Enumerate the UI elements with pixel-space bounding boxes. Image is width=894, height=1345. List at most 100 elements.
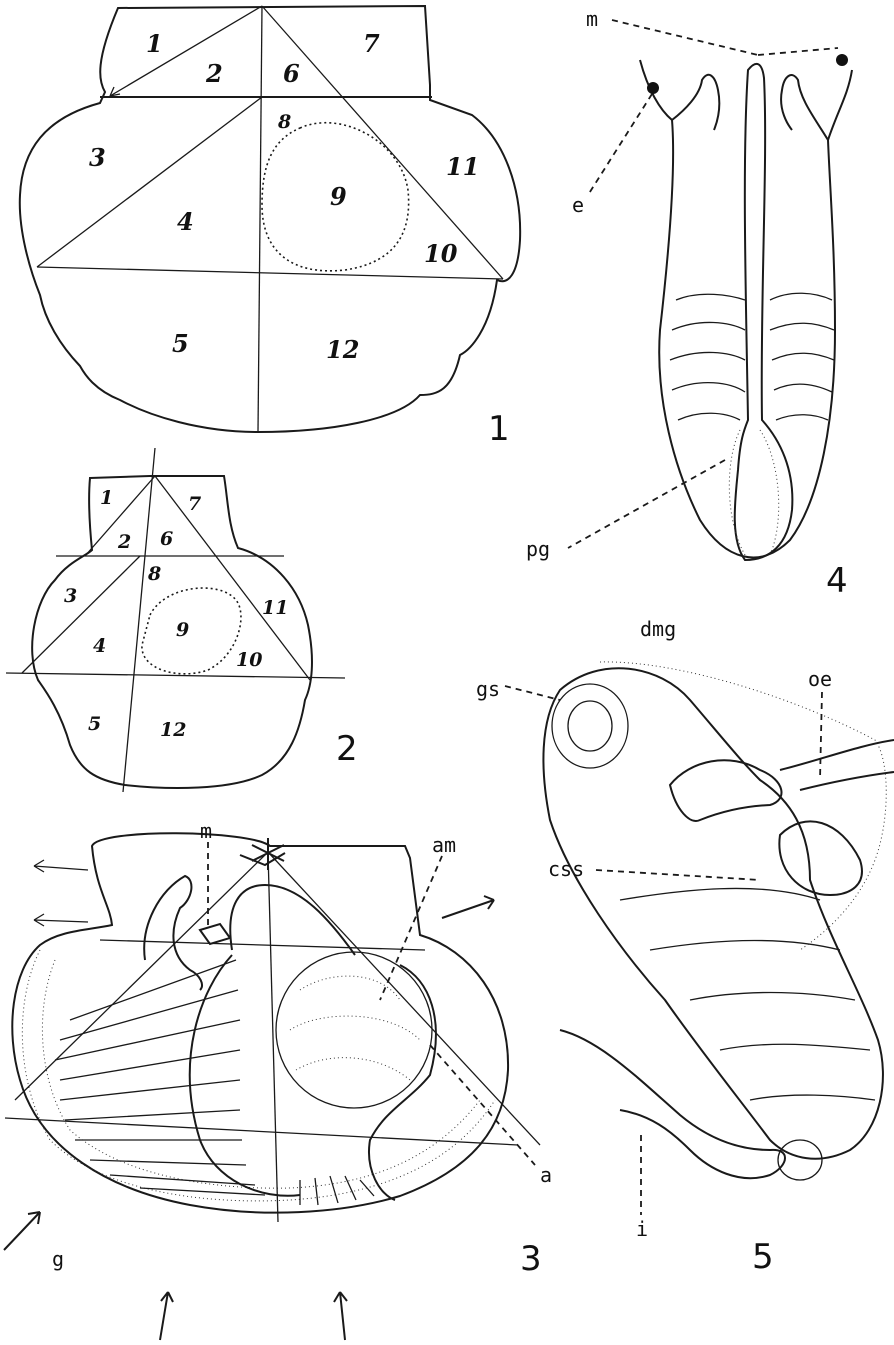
fig1-region-12: 12 bbox=[326, 335, 359, 364]
figure-3-anatomy: m am a g 3 bbox=[4, 819, 552, 1340]
figure-5-number: 5 bbox=[752, 1237, 774, 1277]
fig5-oesophagus-entry bbox=[670, 760, 781, 821]
fig3-rectum-lamellae bbox=[300, 1176, 374, 1205]
fig3-shell-outline bbox=[12, 833, 508, 1212]
fig2-region-4: 4 bbox=[93, 635, 106, 657]
fig3-label-am: am bbox=[432, 833, 456, 857]
fig5-stomach-outline bbox=[543, 668, 883, 1159]
fig5-style-sac-striations bbox=[620, 888, 875, 1100]
fig5-intestine bbox=[560, 1030, 785, 1178]
fig1-region-9: 9 bbox=[330, 182, 347, 211]
fig5-label-i: i bbox=[636, 1217, 648, 1241]
fig2-region-11: 11 bbox=[262, 597, 288, 619]
figure-2-number: 2 bbox=[336, 729, 358, 769]
fig2-region-6: 6 bbox=[160, 528, 173, 550]
fig5-leader-gs bbox=[505, 686, 560, 700]
fig2-vertical-axis bbox=[123, 448, 155, 792]
fig5-label-css: css bbox=[548, 857, 584, 881]
fig2-region-7: 7 bbox=[188, 493, 201, 515]
fig1-diagonal-left bbox=[37, 97, 262, 267]
fig1-vertical-axis bbox=[258, 6, 262, 432]
fig1-region-3: 3 bbox=[89, 143, 106, 172]
fig1-region-11: 11 bbox=[446, 152, 479, 181]
fig3-gill-inner-edge bbox=[190, 955, 300, 1196]
fig4-leader-e bbox=[588, 94, 652, 195]
figure-1-number: 1 bbox=[488, 409, 510, 449]
fig4-eye-right bbox=[836, 54, 848, 66]
fig1-region-10: 10 bbox=[424, 239, 458, 268]
fig5-label-gs: gs bbox=[476, 677, 500, 701]
fig2-region-10: 10 bbox=[236, 649, 262, 671]
fig3-diagonal-left bbox=[15, 852, 268, 1100]
figure-5-stomach-section: dmg gs oe css i 5 bbox=[476, 617, 894, 1277]
fig4-central-groove bbox=[735, 64, 793, 560]
arrow-left-icon bbox=[34, 860, 88, 872]
fig3-hinge-line bbox=[100, 940, 425, 950]
fig5-label-oe: oe bbox=[808, 667, 832, 691]
fig1-region-4: 4 bbox=[177, 207, 194, 236]
figure-4-number: 4 bbox=[826, 561, 848, 601]
fig2-adductor-outline bbox=[142, 588, 241, 674]
fig2-region-3: 3 bbox=[64, 585, 77, 607]
fig5-leader-css bbox=[596, 870, 760, 880]
fig4-label-m: m bbox=[586, 7, 598, 31]
fig3-adductor-muscle bbox=[276, 952, 432, 1108]
arrow-left-icon bbox=[34, 914, 88, 926]
fig1-horizontal-line bbox=[37, 267, 503, 279]
fig2-region-2: 2 bbox=[117, 531, 131, 553]
fig5-duct-opening bbox=[779, 821, 862, 895]
fig4-label-e: e bbox=[572, 193, 584, 217]
fig1-region-8: 8 bbox=[277, 111, 291, 133]
fig1-diagonal-right bbox=[262, 6, 503, 279]
fig4-leader-m bbox=[612, 20, 758, 55]
fig3-foot-outline bbox=[144, 876, 202, 990]
fig3-horizontal-line bbox=[5, 1118, 518, 1145]
figure-4-foot-section: m e pg 4 bbox=[526, 7, 852, 601]
fig3-label-g: g bbox=[52, 1247, 64, 1271]
fig3-gill-lamellae bbox=[55, 960, 265, 1195]
fig1-region-1: 1 bbox=[146, 29, 163, 58]
fig4-label-pg: pg bbox=[526, 537, 550, 561]
arrow-up-right-icon bbox=[4, 1212, 40, 1250]
fig4-right-fold bbox=[781, 75, 828, 140]
fig1-shell-outline bbox=[20, 6, 520, 432]
fig1-arrow-line bbox=[110, 6, 262, 96]
fig2-diagonal-right bbox=[155, 476, 310, 680]
fig5-gastric-shield-inner bbox=[568, 701, 612, 751]
fig4-leader-m-right bbox=[758, 48, 838, 55]
arrow-up-icon bbox=[160, 1292, 173, 1340]
fig5-leader-oe bbox=[820, 692, 822, 780]
fig3-label-a: a bbox=[540, 1163, 552, 1187]
fig5-oesophagus-tube bbox=[780, 740, 894, 790]
fig3-leader-a bbox=[430, 1045, 535, 1165]
figure-2-shell-diagram: 1 2 3 4 5 6 7 8 9 10 11 12 2 bbox=[6, 448, 358, 792]
fig1-region-5: 5 bbox=[172, 329, 189, 358]
fig3-label-m: m bbox=[200, 819, 212, 843]
fig2-region-12: 12 bbox=[160, 719, 186, 741]
fig2-shell-outline bbox=[32, 476, 312, 788]
fig1-region-2: 2 bbox=[205, 59, 223, 88]
fig4-left-fold bbox=[672, 75, 719, 130]
fig5-label-dmg: dmg bbox=[640, 617, 676, 641]
fig2-horizontal-line bbox=[6, 673, 345, 678]
fig4-muscle-striations bbox=[670, 293, 834, 420]
fig5-gastric-shield-whorl bbox=[552, 684, 628, 768]
figure-1-shell-diagram: 1 2 3 4 5 6 7 8 9 10 11 12 1 bbox=[20, 6, 520, 449]
fig5-digestive-gland-outline bbox=[600, 662, 886, 950]
figure-3-number: 3 bbox=[520, 1239, 542, 1279]
arrow-right-icon bbox=[442, 896, 494, 918]
fig4-eye-left bbox=[647, 82, 659, 94]
fig2-region-5: 5 bbox=[88, 713, 101, 735]
arrow-up-icon bbox=[334, 1292, 347, 1340]
fig3-mouth-block bbox=[200, 924, 230, 944]
fig1-region-6: 6 bbox=[283, 59, 300, 88]
fig2-region-8: 8 bbox=[147, 563, 161, 585]
fig2-diagonal-left bbox=[22, 556, 140, 673]
fig2-region-1: 1 bbox=[100, 487, 113, 509]
fig3-adductor-texture bbox=[290, 976, 420, 1080]
fig1-region-7: 7 bbox=[363, 29, 380, 58]
fig2-region-9: 9 bbox=[176, 619, 189, 641]
fig4-leader-pg bbox=[568, 460, 725, 548]
fig3-mantle-inner-stipple bbox=[42, 960, 480, 1188]
